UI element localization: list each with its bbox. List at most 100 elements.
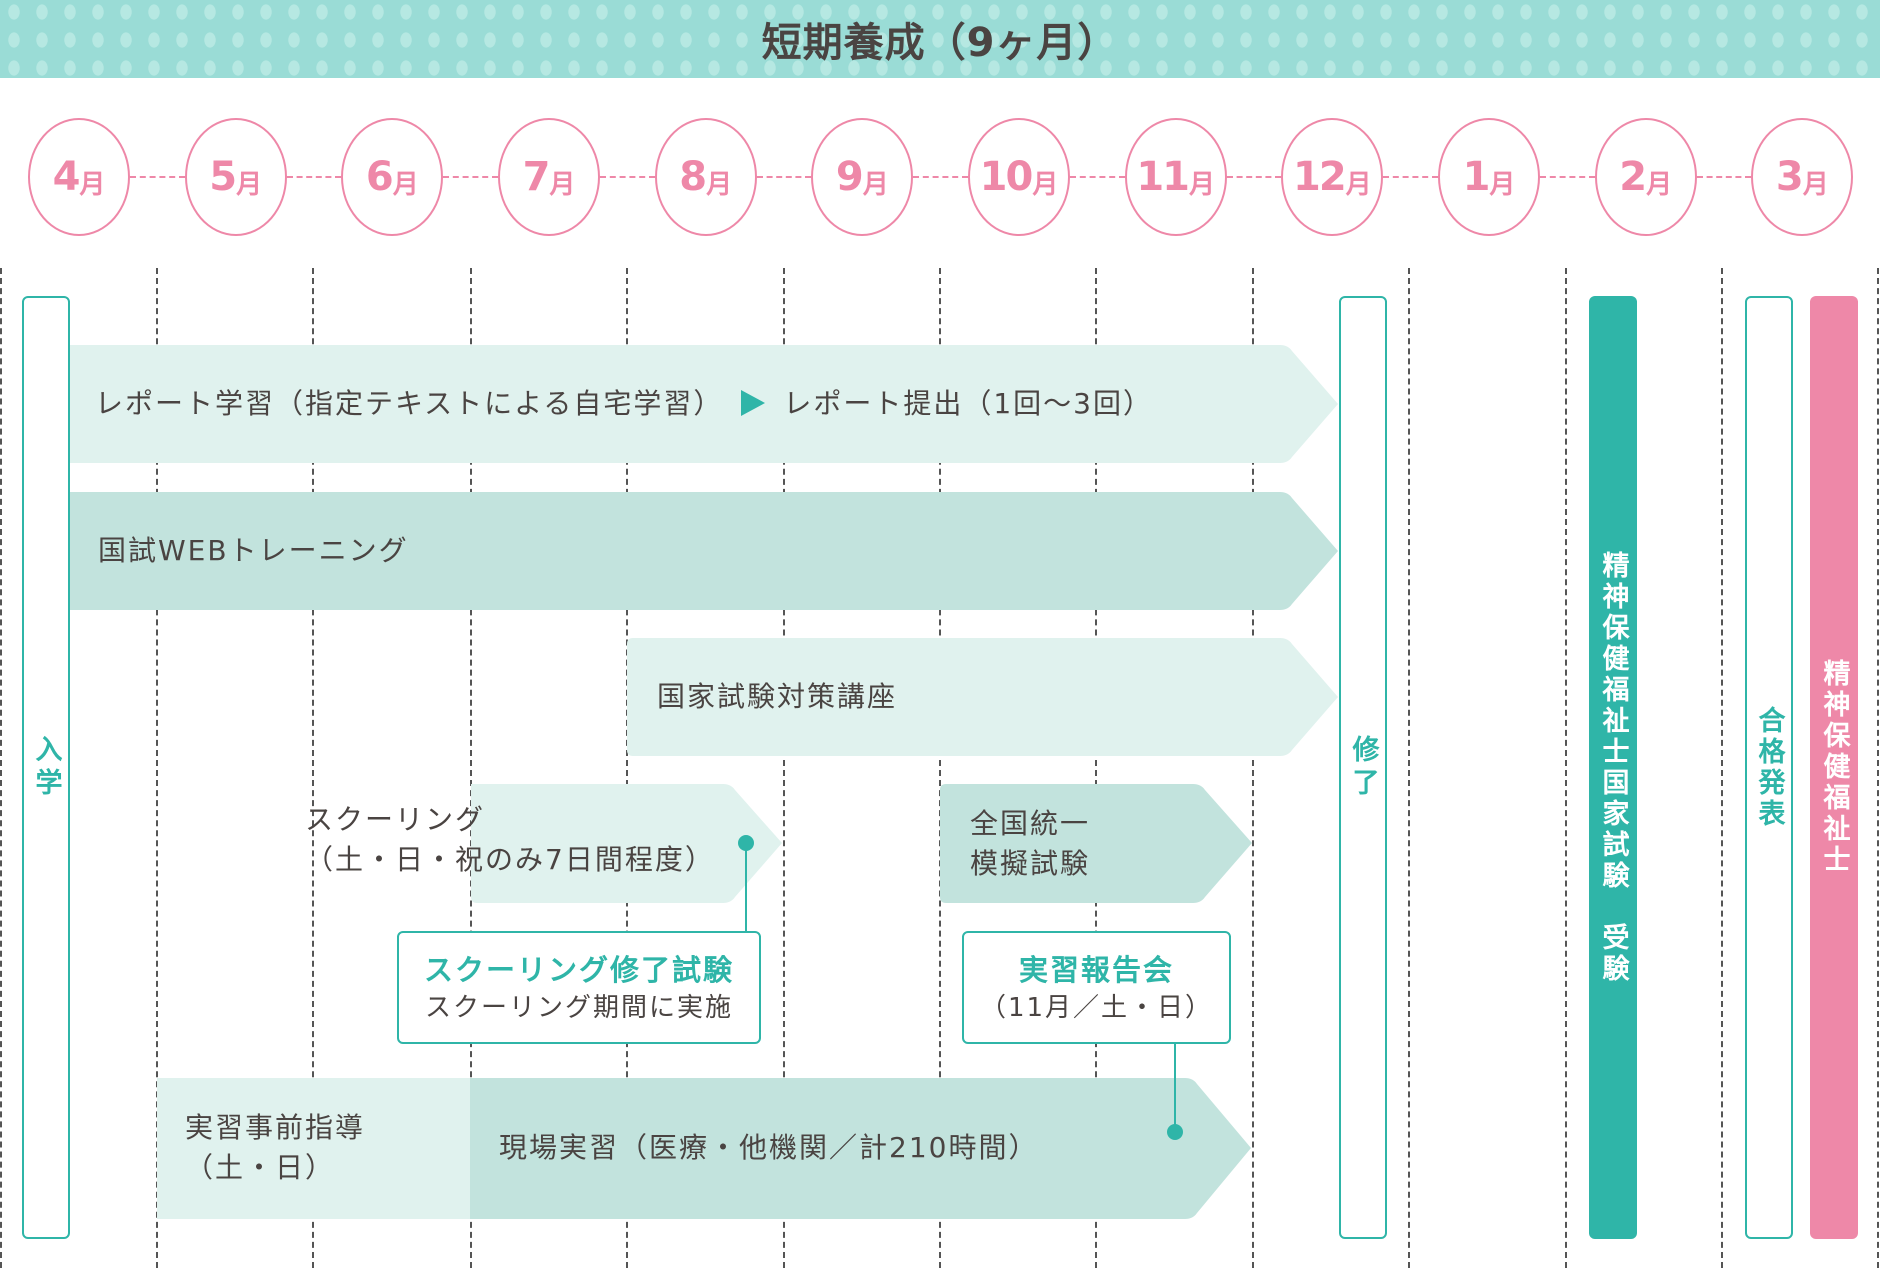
schooling-label-line1: スクーリング <box>305 803 486 836</box>
schooling-exam-dot <box>738 835 754 851</box>
month-unit: 月 <box>1188 169 1215 200</box>
field-practice-label: 現場実習（医療・他機関／計210時間） <box>499 1131 1039 1164</box>
month-number: 7 <box>522 154 551 200</box>
month-number: 3 <box>1775 154 1804 200</box>
grid-line <box>156 268 158 1268</box>
report-meeting-callout: 実習報告会 （11月／土・日） <box>962 931 1231 1044</box>
enrollment-label: 入学 <box>30 734 62 801</box>
month-unit: 月 <box>79 169 106 200</box>
month-connector <box>1226 176 1282 178</box>
header-banner: 短期養成（9ヶ月） <box>0 0 1880 78</box>
grid-line <box>1408 268 1410 1268</box>
enrollment-box: 入学 <box>22 296 70 1239</box>
schooling-label: スクーリング （土・日・祝のみ7日間程度） <box>305 800 715 880</box>
month-number: 10 <box>979 154 1034 200</box>
month-number: 9 <box>835 154 864 200</box>
month-connector <box>756 176 812 178</box>
qualification-label: 精神保健福祉士 <box>1818 659 1850 876</box>
month-number: 8 <box>679 154 707 200</box>
report-meeting-title: 実習報告会 <box>1018 952 1174 987</box>
grid-line <box>1095 268 1097 1268</box>
schooling-exam-connector <box>745 843 747 932</box>
arrow-shape <box>940 784 1252 903</box>
month-unit: 月 <box>1489 169 1516 200</box>
month-unit: 月 <box>706 169 733 200</box>
month-number: 11 <box>1136 154 1190 200</box>
report-study-arrow: レポート学習（指定テキストによる自宅学習） レポート提出（1回〜3回） <box>70 345 1340 463</box>
grid-line <box>1565 268 1567 1268</box>
arrow-shape <box>627 638 1338 756</box>
schooling-exam-callout: スクーリング修了試験 スクーリング期間に実施 <box>397 931 761 1044</box>
report-study-label: レポート学習（指定テキストによる自宅学習） レポート提出（1回〜3回） <box>95 384 1153 424</box>
report-meeting-dot <box>1167 1124 1183 1140</box>
month-connector <box>130 176 185 178</box>
month-connector <box>913 176 968 178</box>
page-title: 短期養成（9ヶ月） <box>761 20 1119 66</box>
month-connector <box>1696 176 1752 178</box>
grid-line <box>1877 268 1879 1268</box>
grid-line <box>470 268 472 1268</box>
grid-line <box>626 268 628 1268</box>
mock-exam-label-line2: 模擬試験 <box>970 847 1091 880</box>
mock-exam-label: 全国統一 模擬試験 <box>970 804 1090 884</box>
report-meeting-connector <box>1174 1044 1176 1132</box>
month-connector <box>1070 176 1125 178</box>
month-number: 6 <box>365 154 394 200</box>
schooling-exam-title: スクーリング修了試験 <box>423 952 734 987</box>
month-unit: 月 <box>549 169 576 200</box>
schooling-arrow <box>471 784 783 903</box>
mock-exam-arrow: 全国統一 模擬試験 <box>940 784 1253 903</box>
month-number: 5 <box>209 154 237 200</box>
completion-box: 修了 <box>1339 296 1387 1239</box>
grid-line <box>783 268 785 1268</box>
pre-guidance-label: 実習事前指導 （土・日） <box>185 1108 365 1188</box>
month-connector <box>443 176 498 178</box>
month-number: 4 <box>52 154 81 200</box>
month-unit: 月 <box>1032 169 1059 200</box>
exam-prep-label: 国家試験対策講座 <box>657 680 898 713</box>
month-number: 1 <box>1462 154 1491 200</box>
month-connector <box>1540 176 1595 178</box>
national-exam-bar: 精神保健福祉士国家試験 受験 <box>1589 296 1637 1239</box>
web-training-arrow: 国試WEBトレーニング <box>70 492 1340 610</box>
grid-line <box>0 268 2 1268</box>
arrow-shape <box>157 1078 1251 1219</box>
arrow-shape <box>471 784 782 903</box>
pre-guidance-label-line2: （土・日） <box>185 1151 336 1184</box>
month-number: 12 <box>1292 154 1347 200</box>
grid-line <box>939 268 941 1268</box>
mock-exam-label-line1: 全国統一 <box>970 807 1091 840</box>
schooling-exam-sub: スクーリング期間に実施 <box>424 992 733 1023</box>
report-meeting-sub: （11月／土・日） <box>979 992 1214 1023</box>
month-unit: 月 <box>1345 169 1372 200</box>
report-submit-text: レポート提出（1回〜3回） <box>783 387 1153 420</box>
report-study-text: レポート学習（指定テキストによる自宅学習） <box>95 387 724 420</box>
practicum-arrow: 実習事前指導 （土・日） 現場実習（医療・他機関／計210時間） <box>157 1078 1252 1219</box>
arrow-shape <box>70 345 1338 463</box>
pre-guidance-label-line1: 実習事前指導 <box>185 1111 366 1144</box>
grid-line <box>1252 268 1254 1268</box>
arrow-shape <box>70 492 1338 610</box>
month-unit: 月 <box>1802 169 1829 200</box>
web-training-label: 国試WEBトレーニング <box>98 534 409 567</box>
month-unit: 月 <box>862 169 889 200</box>
schooling-label-line2: （土・日・祝のみ7日間程度） <box>305 843 715 876</box>
completion-label: 修了 <box>1347 734 1379 801</box>
month-connector <box>1383 176 1438 178</box>
qualification-bar: 精神保健福祉士 <box>1810 296 1858 1239</box>
month-unit: 月 <box>392 169 419 200</box>
grid-line <box>1721 268 1723 1268</box>
play-triangle-icon <box>741 390 766 416</box>
national-exam-label: 精神保健福祉士国家試験 受験 <box>1597 550 1629 985</box>
